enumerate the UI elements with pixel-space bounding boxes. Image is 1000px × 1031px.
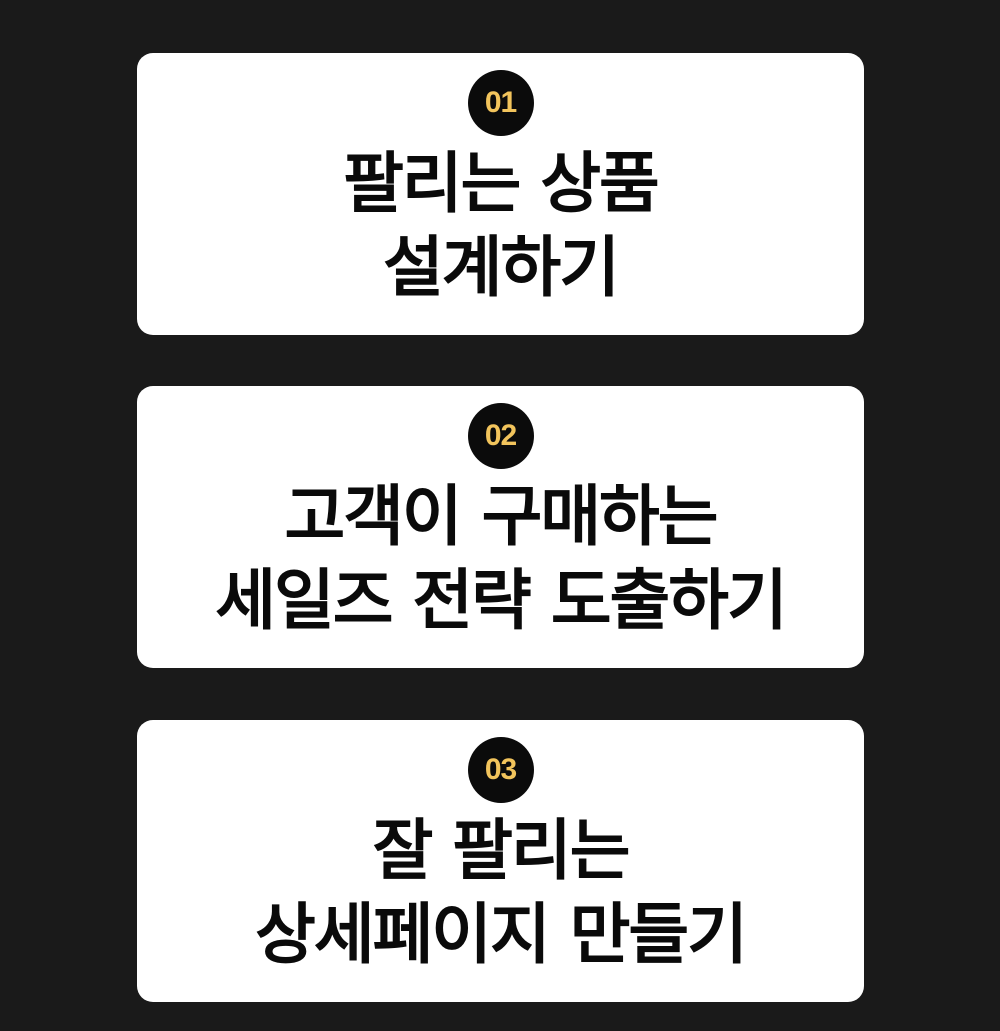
step-title-line-2: 설계하기	[383, 229, 620, 306]
step-number-badge: 02	[467, 403, 534, 469]
step-title: 고객이 구매하는 세일즈 전략 도출하기	[215, 475, 787, 643]
step-title-line-1: 고객이 구매하는	[284, 478, 718, 555]
step-title-line-1: 팔리는 상품	[343, 145, 660, 222]
step-title-line-2: 상세페이지 만들기	[255, 896, 748, 973]
step-title: 잘 팔리는 상세페이지 만들기	[255, 809, 748, 977]
step-number-badge: 01	[467, 70, 534, 136]
step-card-3: 03 잘 팔리는 상세페이지 만들기	[137, 720, 864, 1002]
step-title-line-1: 잘 팔리는	[372, 812, 631, 889]
step-card-2: 02 고객이 구매하는 세일즈 전략 도출하기	[137, 386, 864, 668]
step-card-1: 01 팔리는 상품 설계하기	[137, 53, 864, 335]
step-number-badge: 03	[467, 737, 534, 803]
step-title: 팔리는 상품 설계하기	[343, 142, 660, 310]
step-title-line-2: 세일즈 전략 도출하기	[215, 562, 787, 639]
